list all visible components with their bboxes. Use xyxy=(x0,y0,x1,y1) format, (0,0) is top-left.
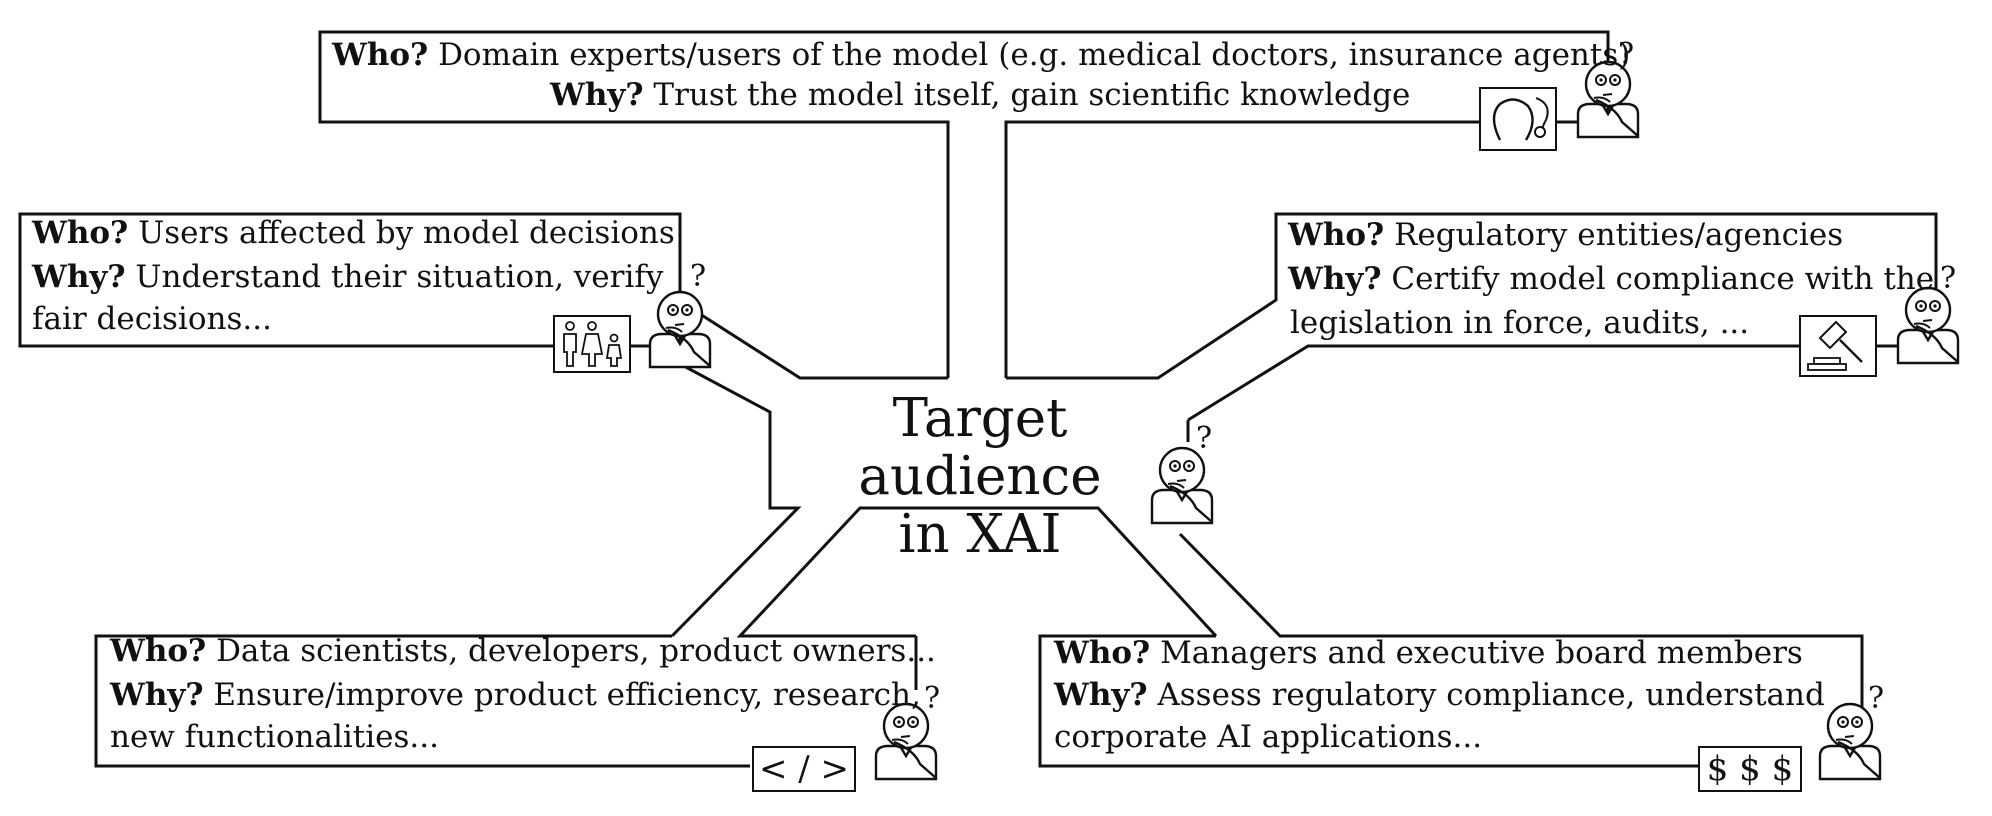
why-label: Why? xyxy=(550,77,644,113)
box-regulators-outline xyxy=(1006,212,1938,422)
question-mark: ? xyxy=(924,681,941,716)
box-domain-experts-outline xyxy=(318,30,1610,378)
stethoscope-icon xyxy=(1479,87,1557,151)
regulators-who: Regulatory entities/agencies xyxy=(1394,217,1844,253)
who-label: Who? xyxy=(32,215,129,251)
regulators-who-line: Who? Regulatory entities/agencies xyxy=(1288,220,1843,251)
domain-experts-why-line: Why? Trust the model itself, gain scient… xyxy=(550,80,1410,111)
affected-users-why: Understand their situation, verify xyxy=(135,259,664,295)
data-scientists-why-line: Why? Ensure/improve product efficiency, … xyxy=(110,680,921,711)
regulators-why-line: Why? Certify model compliance with the xyxy=(1288,264,1934,295)
data-scientists-who: Data scientists, developers, product own… xyxy=(216,633,936,669)
domain-experts-who-line: Who? Domain experts/users of the model (… xyxy=(332,40,1630,71)
affected-users-why-line-2: fair decisions... xyxy=(32,301,272,337)
question-mark: ? xyxy=(1196,421,1213,456)
question-mark: ? xyxy=(690,259,707,294)
data-scientists-who-line: Who? Data scientists, developers, produc… xyxy=(110,636,936,667)
affected-users-who: Users affected by model decisions xyxy=(138,215,675,251)
person-affected-users xyxy=(648,290,712,369)
code-icon: < / > xyxy=(752,746,856,792)
gavel-icon xyxy=(1799,315,1877,377)
domain-experts-why: Trust the model itself, gain scientific … xyxy=(653,77,1411,113)
question-mark: ? xyxy=(1868,681,1885,716)
person-domain-experts xyxy=(1576,60,1640,139)
question-mark: ? xyxy=(1618,37,1635,72)
why-label: Why? xyxy=(1054,677,1148,713)
regulators-why-line-2: legislation in force, audits, ... xyxy=(1290,305,1750,341)
who-label: Who? xyxy=(1288,217,1385,253)
managers-why-line: Why? Assess regulatory compliance, under… xyxy=(1054,680,1825,711)
affected-users-why-line: Why? Understand their situation, verify xyxy=(32,262,663,293)
domain-experts-who: Domain experts/users of the model (e.g. … xyxy=(438,37,1631,73)
why-label: Why? xyxy=(32,259,126,295)
person-regulators xyxy=(1896,286,1960,365)
dollar-icon: $ $ $ xyxy=(1698,746,1802,792)
data-scientists-why-line-2: new functionalities... xyxy=(110,719,439,755)
box-managers-outline xyxy=(1038,532,1864,768)
managers-why-line-2: corporate AI applications... xyxy=(1054,719,1483,755)
affected-users-who-line: Who? Users affected by model decisions xyxy=(32,218,675,249)
spine-affected-users-lower xyxy=(670,362,802,638)
regulators-why: Certify model compliance with the xyxy=(1391,261,1935,297)
who-label: Who? xyxy=(110,633,207,669)
box-data-scientists-outline xyxy=(94,634,750,768)
why-label: Why? xyxy=(110,677,204,713)
who-label: Who? xyxy=(1054,635,1151,671)
managers-who-line: Who? Managers and executive board member… xyxy=(1054,638,1803,669)
spine-affected-users xyxy=(699,312,948,380)
spine-data-scientists xyxy=(736,506,1218,690)
data-scientists-why: Ensure/improve product efficiency, resea… xyxy=(213,677,921,713)
managers-who: Managers and executive board members xyxy=(1160,635,1803,671)
who-label: Who? xyxy=(332,37,429,73)
why-label: Why? xyxy=(1288,261,1382,297)
family-icon xyxy=(553,315,631,373)
managers-why: Assess regulatory compliance, understand xyxy=(1157,677,1825,713)
question-mark: ? xyxy=(1940,261,1957,296)
